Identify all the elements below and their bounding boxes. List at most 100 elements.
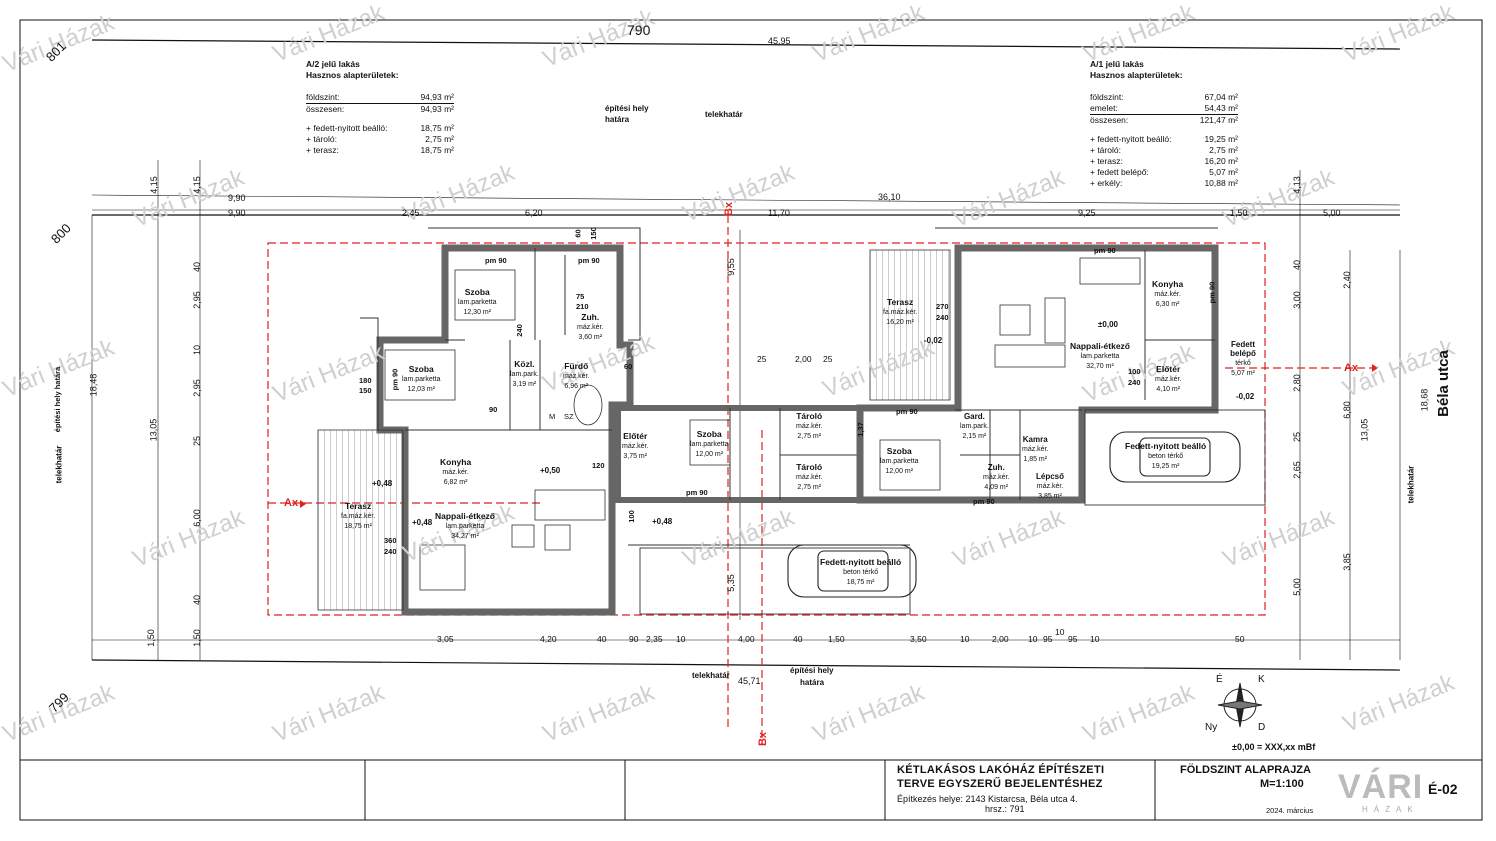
opening-label: 150	[359, 386, 372, 395]
unit-a2-row: összesen:94,93 m²	[306, 104, 454, 114]
dim-right: 2,65	[1291, 461, 1302, 479]
terrace-a1-hatch	[869, 249, 951, 401]
dim-bottom: 10	[1028, 634, 1038, 644]
dim-right: 6,80	[1341, 401, 1352, 419]
dim-right: 3,85	[1341, 553, 1352, 571]
opening-label: 100	[1128, 367, 1141, 376]
parcel-number: hrsz.: 791	[985, 804, 1025, 814]
dim-990b: 9,90	[228, 208, 246, 218]
opening-label: pm 90	[896, 407, 918, 416]
opening-label: pm 90	[1094, 246, 1116, 255]
compass-letter: Ny	[1205, 722, 1218, 733]
room-label: Zuh.máz.kér.4,09 m²	[983, 463, 1010, 491]
dim-mid: 5,35	[725, 574, 736, 592]
opening-label: 270	[936, 302, 949, 311]
dim-left: 10	[192, 344, 203, 356]
dim-620: 6,20	[525, 208, 543, 218]
dim-mid: 2,00	[795, 354, 812, 364]
unit-a1-extra: + tároló:2,75 m²	[1090, 145, 1238, 155]
dim-bottom: 1,50	[828, 634, 845, 644]
vari-logo-sub: HÁZAK	[1362, 805, 1419, 814]
section-ax-left: Ax	[284, 497, 299, 509]
dim-right: 13,05	[1359, 418, 1370, 442]
dim-total-top: 45,95	[768, 36, 791, 46]
room-label: Gard.lam.park.2,15 m²	[960, 412, 989, 440]
label-epitesi-left: építési hely határa	[53, 366, 63, 433]
opening-label: pm 90	[578, 256, 600, 265]
unit-a1-extra: + fedett belépő:5,07 m²	[1090, 167, 1238, 177]
unit-a2-subtitle: Hasznos alapterületek:	[306, 70, 399, 80]
dim-mid: 9,55	[725, 258, 736, 276]
compass-letter: K	[1258, 674, 1265, 685]
opening-label: 240	[1128, 378, 1141, 387]
dim-bottom: 4,00	[738, 634, 755, 644]
opening-label: 240	[384, 547, 397, 556]
dim-left: 25	[192, 435, 203, 447]
unit-a1-row: összesen:121,47 m²	[1090, 115, 1238, 125]
unit-a1-summary: A/1 jelű lakás Hasznos alapterületek: fö…	[1090, 59, 1238, 189]
dim-bottom: 3,05	[437, 634, 454, 644]
dimension-lines	[91, 160, 1401, 660]
label-epitesi-top-2: határa	[605, 115, 630, 124]
dim-bottom: 10	[960, 634, 970, 644]
dim-mid: 10	[1055, 627, 1065, 637]
unit-a1-row: emelet:54,43 m²	[1090, 103, 1238, 115]
dim-right: 2,80	[1291, 374, 1302, 392]
opening-label: 210	[576, 302, 589, 311]
unit-a2-walls	[376, 244, 634, 616]
vari-logo: VÁRI	[1338, 768, 1424, 806]
room-label: Közl.lam.park.3,19 m²	[510, 359, 539, 389]
opening-label: 60	[573, 229, 583, 238]
opening-label: pm 90	[390, 368, 400, 391]
dim-right: 2,40	[1341, 271, 1352, 289]
datum-label: ±0,00 = XXX,xx mBf	[1232, 742, 1316, 752]
level-marker: +0,50	[540, 466, 561, 475]
street-name: Béla utca	[1434, 350, 1452, 417]
dim-245: 2,45	[402, 208, 420, 218]
opening-label: 180	[359, 376, 372, 385]
unit-a1-extra: + erkély:10,88 m²	[1090, 178, 1238, 188]
dim-right: 25	[1292, 431, 1303, 443]
label-telekhatar-left: telekhatár	[54, 445, 64, 484]
section-ax-right: Ax	[1344, 362, 1359, 374]
opening-label: pm 90	[973, 497, 995, 506]
opening-label: 90	[489, 405, 498, 414]
dim-mid: 25	[757, 354, 767, 364]
unit-a1-row: földszint:67,04 m²	[1090, 92, 1238, 102]
carport-outlines	[639, 409, 1266, 615]
dim-left: 40	[192, 261, 203, 273]
dim-925: 9,25	[1078, 208, 1096, 218]
opening-label: 100	[626, 510, 636, 523]
opening-label: 240	[514, 324, 524, 337]
dim-left: 40	[192, 594, 203, 606]
site-address: Építkezés helye: 2143 Kistarcsa, Béla ut…	[897, 794, 1078, 804]
project-title-line-2: TERVE EGYSZERŰ BEJELENTÉSHEZ	[897, 778, 1103, 790]
sheet-title: FÖLDSZINT ALAPRAJZA	[1180, 764, 1311, 776]
dim-bottom: 2,00	[992, 634, 1009, 644]
fixture-label: SZ	[564, 412, 574, 421]
dim-415a: 4,15	[148, 176, 159, 194]
sheet-date: 2024. március	[1266, 806, 1314, 815]
dim-left: 6,00	[191, 509, 202, 527]
level-marker: +0,48	[412, 518, 433, 527]
dim-bottom: 10	[1090, 634, 1100, 644]
dim-left: 13,05	[148, 418, 159, 442]
compass-letter: D	[1258, 722, 1266, 733]
title-block-project: KÉTLAKÁSOS LAKÓHÁZ ÉPÍTÉSZETI TERVE EGYS…	[897, 763, 1104, 814]
unit-a2-summary: A/2 jelű lakás Hasznos alapterületek: fö…	[306, 59, 454, 156]
